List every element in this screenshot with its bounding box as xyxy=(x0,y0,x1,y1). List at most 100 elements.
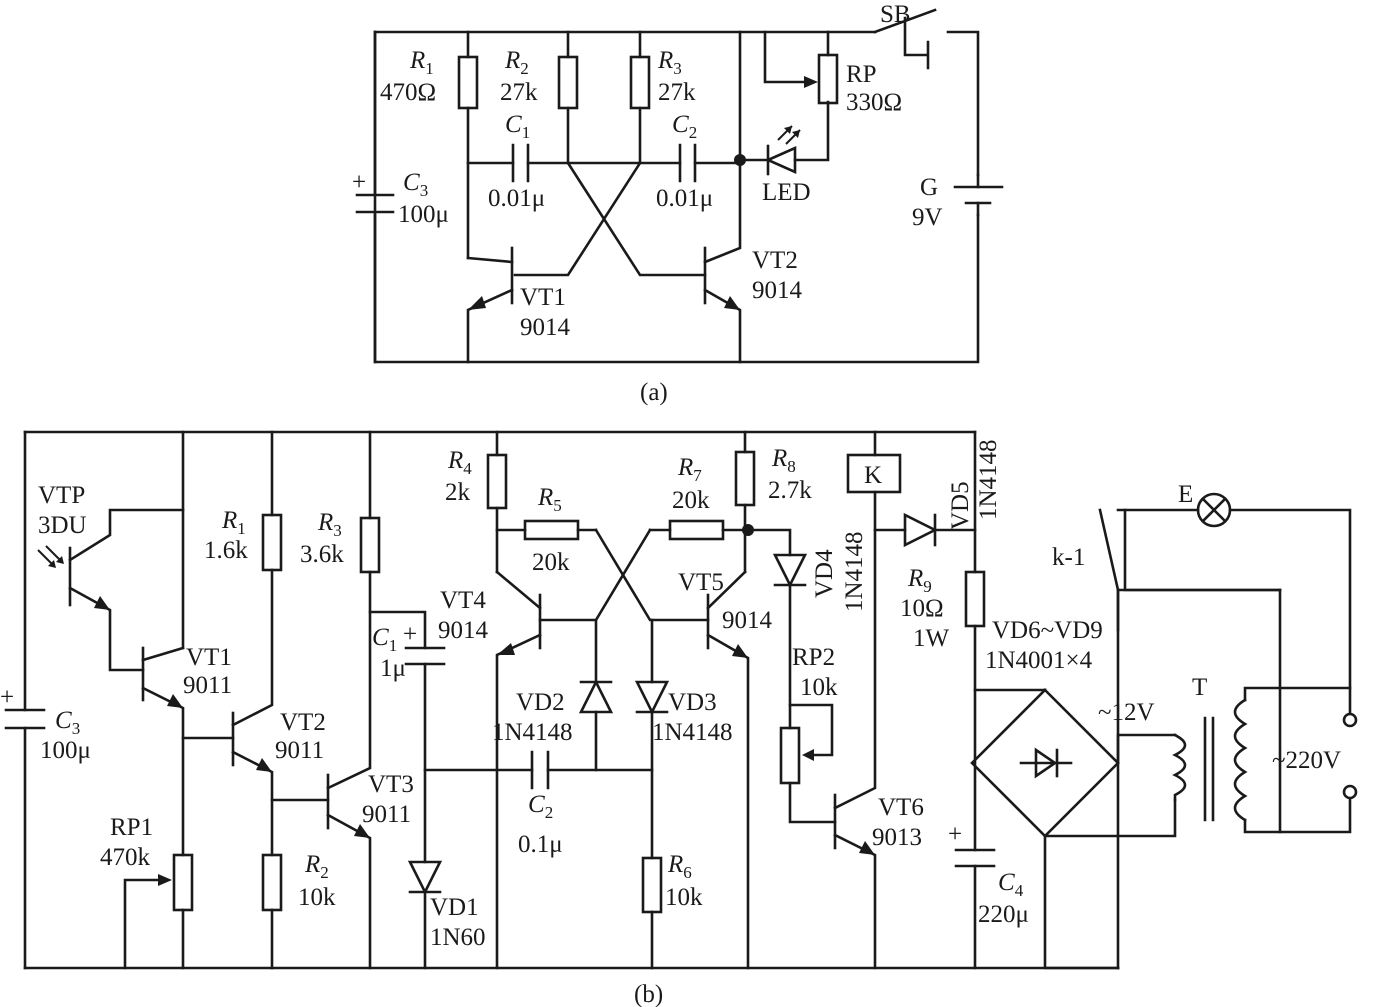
label-vt2-b: VT2 xyxy=(280,709,326,736)
caption-b: (b) xyxy=(634,981,663,1007)
label-r6-b: R6 xyxy=(667,851,692,882)
value-r4-b: 2k xyxy=(445,479,471,506)
label-vt1-b: VT1 xyxy=(186,644,232,671)
resistor-r1-a xyxy=(457,55,479,110)
capacitor-c2-a xyxy=(678,143,697,183)
value-vt1-a: 9014 xyxy=(520,314,571,341)
label-vt4-b: VT4 xyxy=(440,587,486,614)
transistor-vt6-b xyxy=(833,490,877,970)
resistor-r9-b xyxy=(964,570,986,628)
transistor-vt2-a xyxy=(703,30,742,364)
label-c2-a: C2 xyxy=(672,111,697,142)
label-r2-b: R2 xyxy=(304,851,329,882)
value-vt2-b: 9011 xyxy=(275,737,324,764)
power-r9-b: 1W xyxy=(913,625,950,652)
label-vt6-b: VT6 xyxy=(878,794,924,821)
label-t: T xyxy=(1192,674,1207,701)
label-sb: SB xyxy=(880,1,911,28)
transformer-t xyxy=(1172,686,1352,834)
value-vt5-b: 9014 xyxy=(722,607,773,634)
resistor-r4-b xyxy=(486,453,508,510)
value-r8-b: 2.7k xyxy=(768,477,812,504)
label-r1-b: R1 xyxy=(221,507,246,538)
resistor-r2-a xyxy=(557,55,579,110)
resistor-r8-b xyxy=(734,450,756,507)
label-r4-b: R4 xyxy=(447,447,472,478)
transistor-vt2-b xyxy=(231,568,274,857)
label-vd6-9: VD6~VD9 xyxy=(992,617,1103,644)
value-vt2-a: 9014 xyxy=(752,277,803,304)
value-vd6-9: 1N4001×4 xyxy=(985,647,1093,674)
label-led: LED xyxy=(762,179,811,206)
c4-plus: + xyxy=(948,821,962,848)
capacitor-c1-b: + xyxy=(403,621,446,666)
label-r2-a: R2 xyxy=(504,47,529,78)
label-c1-b: C1 xyxy=(372,624,397,655)
switch-sb xyxy=(873,8,937,70)
diode-vd1 xyxy=(407,860,443,895)
value-r9-b: 10Ω xyxy=(900,595,944,622)
label-r3-a: R3 xyxy=(657,47,682,78)
value-c1-b: 1μ xyxy=(380,655,406,682)
resistor-r3-b xyxy=(359,516,381,574)
label-k: K xyxy=(864,462,882,489)
label-vt2-a: VT2 xyxy=(752,247,798,274)
resistor-r6-b xyxy=(641,856,663,914)
value-rp2: 10k xyxy=(800,674,838,701)
potentiometer-rp2 xyxy=(779,726,801,785)
label-vd4: VD4 xyxy=(811,549,838,598)
label-vt3-b: VT3 xyxy=(368,771,414,798)
resistor-r2-b xyxy=(261,853,283,912)
transistor-vt3-b xyxy=(326,570,372,970)
value-c3-b: 100μ xyxy=(40,737,91,764)
value-r2-a: 27k xyxy=(500,79,538,106)
value-vt3-b: 9011 xyxy=(362,801,411,828)
diode-vd2 xyxy=(578,679,614,714)
label-k1: k-1 xyxy=(1052,544,1085,571)
ac-terminal-bottom xyxy=(1342,784,1358,800)
c3b-plus: + xyxy=(0,684,14,711)
value-r7-b: 20k xyxy=(672,487,710,514)
label-vt1-a: VT1 xyxy=(520,284,566,311)
resistor-r5-b xyxy=(523,519,580,541)
label-c1-a: C1 xyxy=(505,111,530,142)
value-c4-b: 220μ xyxy=(978,901,1029,928)
lamp-e xyxy=(1196,492,1232,528)
label-rp2: RP2 xyxy=(792,644,835,671)
label-rp-a: RP xyxy=(846,61,877,88)
label-g: G xyxy=(920,174,938,201)
diode-vd4 xyxy=(772,553,808,588)
label-vd1: VD1 xyxy=(430,894,479,921)
value-vt1-b: 9011 xyxy=(183,672,232,699)
label-c3-b: C3 xyxy=(55,707,80,738)
transistor-vt1-a xyxy=(466,246,514,364)
capacitor-c3-b: + xyxy=(0,684,46,730)
value-g: 9V xyxy=(912,204,943,231)
capacitor-c3-a: + xyxy=(352,169,395,214)
label-r7-b: R7 xyxy=(677,454,702,485)
label-r9-b: R9 xyxy=(907,565,932,596)
resistor-r7-b xyxy=(668,519,725,541)
value-c2-b: 0.1μ xyxy=(518,831,563,858)
value-vt6-b: 9013 xyxy=(872,824,922,851)
potentiometer-rp1 xyxy=(172,853,194,912)
label-vd2: VD2 xyxy=(516,689,565,716)
value-c2-a: 0.01μ xyxy=(656,185,713,212)
caption-a: (a) xyxy=(640,379,668,406)
label-c2-b: C2 xyxy=(528,791,553,822)
label-vd3: VD3 xyxy=(668,689,717,716)
diode-vd5 xyxy=(903,512,938,548)
value-rp-a: 330Ω xyxy=(846,89,902,116)
phototransistor-vtp xyxy=(37,508,185,672)
led xyxy=(764,125,801,176)
value-vd1: 1N60 xyxy=(430,924,486,951)
value-r1-a: 470Ω xyxy=(380,79,436,106)
transistor-vt1-b xyxy=(141,646,185,857)
value-r5-b: 20k xyxy=(532,549,570,576)
label-c4-b: C4 xyxy=(998,869,1024,900)
c1b-plus: + xyxy=(403,621,417,648)
value-r6-b: 10k xyxy=(665,884,703,911)
value-vtp: 3DU xyxy=(38,512,87,539)
label-r3-b: R3 xyxy=(317,509,342,540)
resistor-r3-a xyxy=(629,55,651,110)
